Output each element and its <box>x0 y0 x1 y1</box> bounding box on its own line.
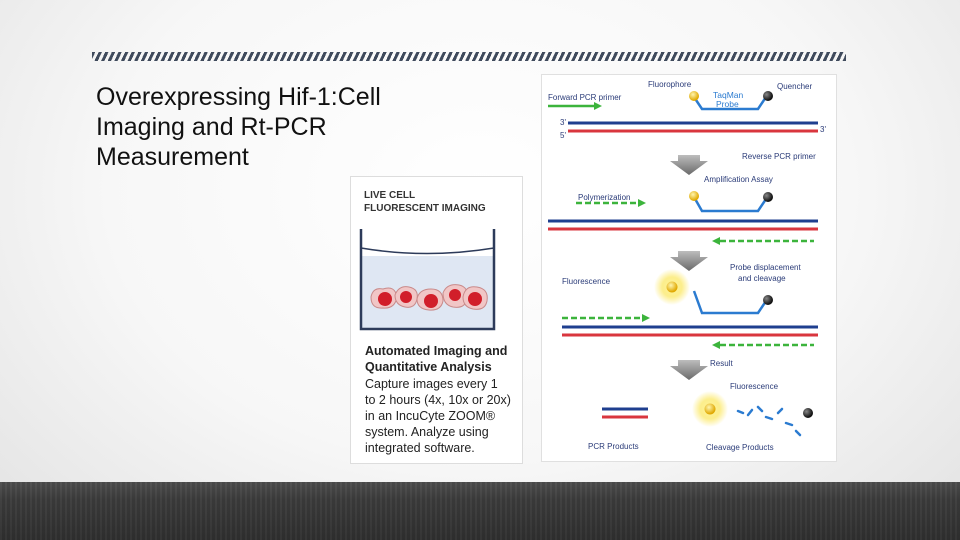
forward-primer-arrow <box>594 102 602 110</box>
label-probe-displacement-1: Probe displacement <box>730 263 801 272</box>
live-imaging-heading-line-2: FLUORESCENT IMAGING <box>364 203 486 214</box>
label-3prime-right: 3' <box>820 125 826 134</box>
live-imaging-heading-line-1: LIVE CELL <box>364 190 416 201</box>
released-fluorophore-1 <box>666 281 678 293</box>
slide-title: Overexpressing Hif-1:Cell Imaging and Rt… <box>96 82 456 172</box>
live-imaging-heading: LIVE CELL FLUORESCENT IMAGING <box>364 189 486 215</box>
stage-1-annealing <box>548 91 818 133</box>
imaging-description: Capture images every 1 to 2 hours (4x, 1… <box>365 376 511 456</box>
displaced-probe <box>692 290 768 315</box>
imaging-subheading-line-2: Quantitative Analysis <box>365 360 492 374</box>
taqman-probe <box>692 96 768 111</box>
culture-well-illustration <box>359 229 496 331</box>
label-probe: Probe <box>716 99 739 109</box>
cleaved-probe-fragments <box>736 405 802 437</box>
down-arrow-1 <box>670 155 708 175</box>
imaging-subheading-line-1: Automated Imaging and <box>365 344 508 358</box>
reverse-primer-arrow <box>712 237 720 245</box>
pcr-diagram-svg: Fluorophore Quencher Forward PCR primer … <box>548 80 826 452</box>
floor-band <box>0 482 960 540</box>
label-fluorescence-1: Fluorescence <box>562 277 611 286</box>
label-probe-displacement-2: and cleavage <box>738 274 786 283</box>
imaging-subheading: Automated Imaging and Quantitative Analy… <box>365 343 507 375</box>
nucleus-5 <box>468 292 482 306</box>
stage-3-cleavage <box>562 269 818 349</box>
well-walls <box>359 229 496 331</box>
decorative-stripe-bar <box>92 52 846 61</box>
nucleus-4 <box>449 289 461 301</box>
label-cleavage-products: Cleavage Products <box>706 443 774 452</box>
nucleus-3 <box>424 294 438 308</box>
nucleus-1 <box>378 292 392 306</box>
bound-probe <box>692 196 768 213</box>
imaging-description-line-2: to 2 hours (4x, 10x or 20x) <box>365 393 511 407</box>
label-forward-primer: Forward PCR primer <box>548 93 622 102</box>
label-amplification: Amplification Assay <box>704 175 773 184</box>
label-polymerization: Polymerization <box>578 193 630 202</box>
cell-cluster <box>370 284 488 311</box>
title-line-1: Overexpressing Hif-1:Cell <box>96 83 381 111</box>
imaging-description-line-3: in an IncuCyte ZOOM® <box>365 409 496 423</box>
imaging-description-line-5: integrated software. <box>365 441 475 455</box>
meniscus-line <box>360 247 495 255</box>
label-5prime: 5' <box>560 131 566 140</box>
label-reverse-primer: Reverse PCR primer <box>742 152 816 161</box>
quencher-dot-2 <box>763 192 773 202</box>
imaging-description-line-1: Capture images every 1 <box>365 377 498 391</box>
imaging-description-line-4: system. Analyze using <box>365 425 489 439</box>
live-cell-imaging-figure: LIVE CELL FLUORESCENT IMAGING Automated … <box>350 176 523 464</box>
nucleus-2 <box>400 291 412 303</box>
fluorophore-dot <box>689 91 699 101</box>
title-line-2: Imaging and Rt-PCR <box>96 113 327 141</box>
down-arrow-2 <box>670 251 708 271</box>
fluorophore-dot-2 <box>689 191 699 201</box>
reverse-primer-arrow-3 <box>712 341 720 349</box>
label-3prime-top: 3' <box>560 118 566 127</box>
extension-arrow-3 <box>642 314 650 322</box>
quencher-dot-3 <box>763 295 773 305</box>
taqman-pcr-diagram: Fluorophore Quencher Forward PCR primer … <box>541 74 837 462</box>
released-fluorophore-2 <box>704 403 716 415</box>
down-arrow-3 <box>670 360 708 380</box>
label-fluorophore: Fluorophore <box>648 80 692 89</box>
title-line-3: Measurement <box>96 143 249 171</box>
label-fluorescence-2: Fluorescence <box>730 382 779 391</box>
label-pcr-products: PCR Products <box>588 442 639 451</box>
stage-2-polymerization <box>548 191 818 245</box>
label-taqman: TaqMan <box>713 90 744 100</box>
stage-4-result <box>602 391 813 437</box>
free-quencher <box>803 408 813 418</box>
extension-arrow <box>638 199 646 207</box>
quencher-dot <box>763 91 773 101</box>
label-result: Result <box>710 359 733 368</box>
label-quencher: Quencher <box>777 82 812 91</box>
